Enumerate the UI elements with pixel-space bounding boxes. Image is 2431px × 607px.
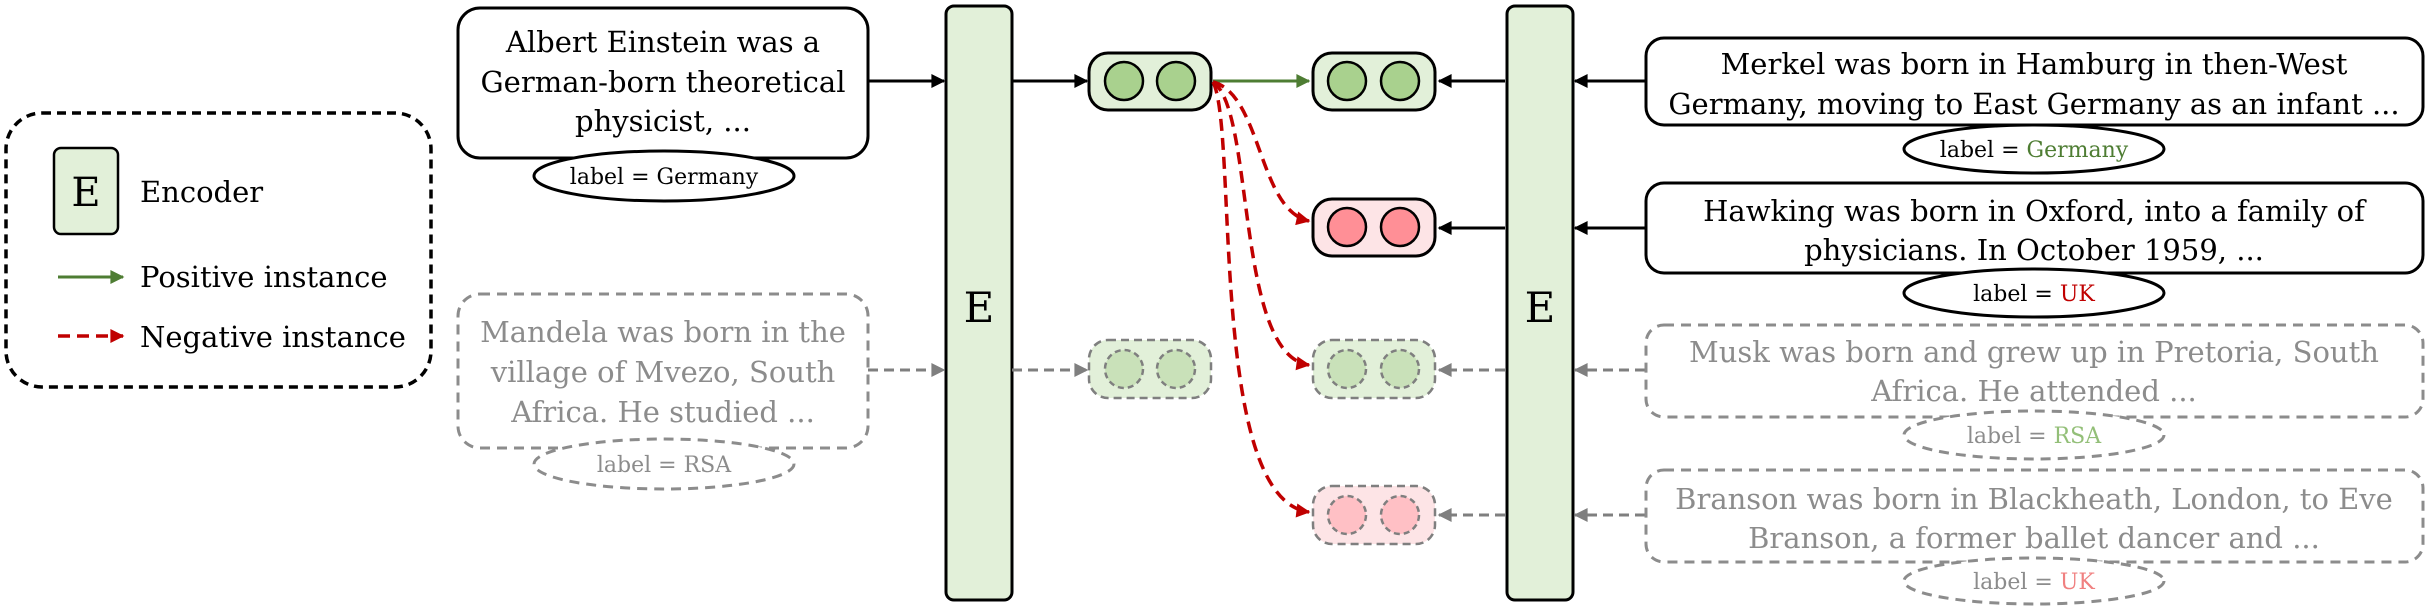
- right-doc-merkel: Merkel was born in Hamburg in then-West …: [1644, 36, 2425, 175]
- right-doc-musk: Musk was born and grew up in Pretoria, S…: [1644, 323, 2425, 461]
- anchor-embedding-dot-1: [1103, 60, 1145, 102]
- left-doc-einstein-line-3: physicist, ...: [575, 104, 751, 138]
- right-doc-merkel-label-prefix: label =: [1940, 138, 2027, 163]
- musk-embedding: [1311, 338, 1437, 400]
- right-doc-hawking-line-1: Hawking was born in Oxford, into a famil…: [1703, 194, 2367, 228]
- branson-embedding-dot-2: [1379, 494, 1421, 536]
- merkel-embedding-dot-2: [1379, 60, 1421, 102]
- legend-frame: [4, 111, 433, 389]
- left-doc-einstein-line-1: Albert Einstein was a: [505, 25, 820, 59]
- musk-embedding-dot-2: [1379, 348, 1421, 390]
- legend-encoder-label: Encoder: [140, 175, 263, 209]
- right-doc-musk-label-value: RSA: [2054, 424, 2103, 449]
- right-doc-musk-label: label = RSA: [1967, 424, 2102, 449]
- left-encoder-label: E: [964, 283, 995, 332]
- mandela-embedding-dot-1: [1103, 348, 1145, 390]
- right-doc-branson-label-prefix: label =: [1973, 570, 2060, 595]
- right-doc-branson-label-oval: [1902, 556, 2166, 606]
- legend-encoder-box: [52, 146, 120, 236]
- right-doc-branson-line-1: Branson was born in Blackheath, London, …: [1675, 482, 2393, 516]
- negative-arrow-hawking: [1212, 80, 1311, 226]
- merkel-embedding-dot-1: [1326, 60, 1368, 102]
- right-doc-hawking: Hawking was born in Oxford, into a famil…: [1644, 181, 2425, 319]
- right-doc-merkel-label-oval: [1902, 123, 2166, 175]
- right-doc-branson-label-value: UK: [2060, 570, 2096, 595]
- legend-positive-label: Positive instance: [140, 260, 388, 294]
- left-doc-mandela-line-2: village of Mvezo, South: [490, 355, 836, 389]
- hawking-embedding-dot-1: [1326, 206, 1368, 248]
- right-doc-musk-label-oval: [1902, 409, 2166, 461]
- right-doc-hawking-label-prefix: label =: [1973, 282, 2060, 307]
- right-doc-hawking-label-oval: [1902, 267, 2166, 319]
- left-doc-mandela-box: [456, 292, 870, 450]
- left-doc-einstein: Albert Einstein was a German-born theore…: [456, 6, 870, 203]
- right-doc-hawking-label-value: UK: [2060, 282, 2096, 307]
- left-doc-einstein-line-2: German-born theoretical: [481, 65, 846, 99]
- mandela-embedding: [1087, 338, 1213, 400]
- legend-negative-label: Negative instance: [140, 320, 406, 354]
- left-doc-mandela-label-oval: [532, 437, 796, 491]
- left-doc-mandela-line-3: Africa. He studied ...: [510, 395, 815, 429]
- legend: E Encoder Positive instance Negative ins…: [4, 111, 433, 389]
- right-doc-musk-label-prefix: label =: [1967, 424, 2054, 449]
- left-doc-einstein-label: label = Germany: [570, 165, 759, 190]
- right-doc-musk-line-2: Africa. He attended ...: [1870, 374, 2197, 408]
- anchor-embedding-dot-2: [1155, 60, 1197, 102]
- hawking-embedding-dot-2: [1379, 206, 1421, 248]
- left-encoder-box: [944, 4, 1014, 602]
- right-doc-branson: Branson was born in Blackheath, London, …: [1644, 468, 2425, 606]
- left-doc-mandela-label-prefix: label =: [597, 453, 684, 478]
- right-doc-branson-line-2: Branson, a former ballet dancer and ...: [1748, 521, 2320, 555]
- right-doc-merkel-line-2: Germany, moving to East Germany as an in…: [1668, 87, 2399, 121]
- branson-embedding-dot-1: [1326, 494, 1368, 536]
- branson-embedding: [1311, 484, 1437, 546]
- hawking-embedding: [1311, 197, 1437, 258]
- negative-arrow-branson: [1211, 81, 1311, 518]
- left-doc-einstein-label-oval: [532, 149, 796, 203]
- musk-embedding-dot-1: [1326, 348, 1368, 390]
- left-doc-einstein-label-prefix: label =: [570, 165, 657, 190]
- left-doc-mandela: Mandela was born in the village of Mvezo…: [456, 292, 870, 491]
- mandela-embedding-dot-2: [1155, 348, 1197, 390]
- right-doc-hawking-label: label = UK: [1973, 282, 2095, 307]
- right-doc-merkel-label-value: Germany: [2027, 138, 2129, 163]
- negative-arrow-musk: [1211, 80, 1311, 371]
- right-doc-musk-line-1: Musk was born and grew up in Pretoria, S…: [1689, 335, 2379, 369]
- left-doc-einstein-label-value: Germany: [657, 165, 759, 190]
- left-doc-mandela-line-1: Mandela was born in the: [480, 315, 846, 349]
- right-doc-hawking-line-2: physicians. In October 1959, ...: [1804, 233, 2264, 267]
- right-encoder-label: E: [1525, 283, 1556, 332]
- right-doc-musk-box: [1644, 323, 2425, 419]
- left-doc-mandela-label: label = RSA: [597, 453, 732, 478]
- legend-encoder-symbol: E: [71, 170, 100, 216]
- right-doc-branson-box: [1644, 468, 2425, 564]
- right-doc-merkel-label: label = Germany: [1940, 138, 2129, 163]
- right-doc-merkel-line-1: Merkel was born in Hamburg in then-West: [1721, 47, 2348, 81]
- merkel-embedding: [1311, 51, 1437, 112]
- right-doc-branson-label: label = UK: [1973, 570, 2095, 595]
- left-doc-mandela-label-value: RSA: [684, 453, 733, 478]
- right-encoder-box: [1505, 4, 1575, 602]
- anchor-embedding: [1087, 51, 1213, 112]
